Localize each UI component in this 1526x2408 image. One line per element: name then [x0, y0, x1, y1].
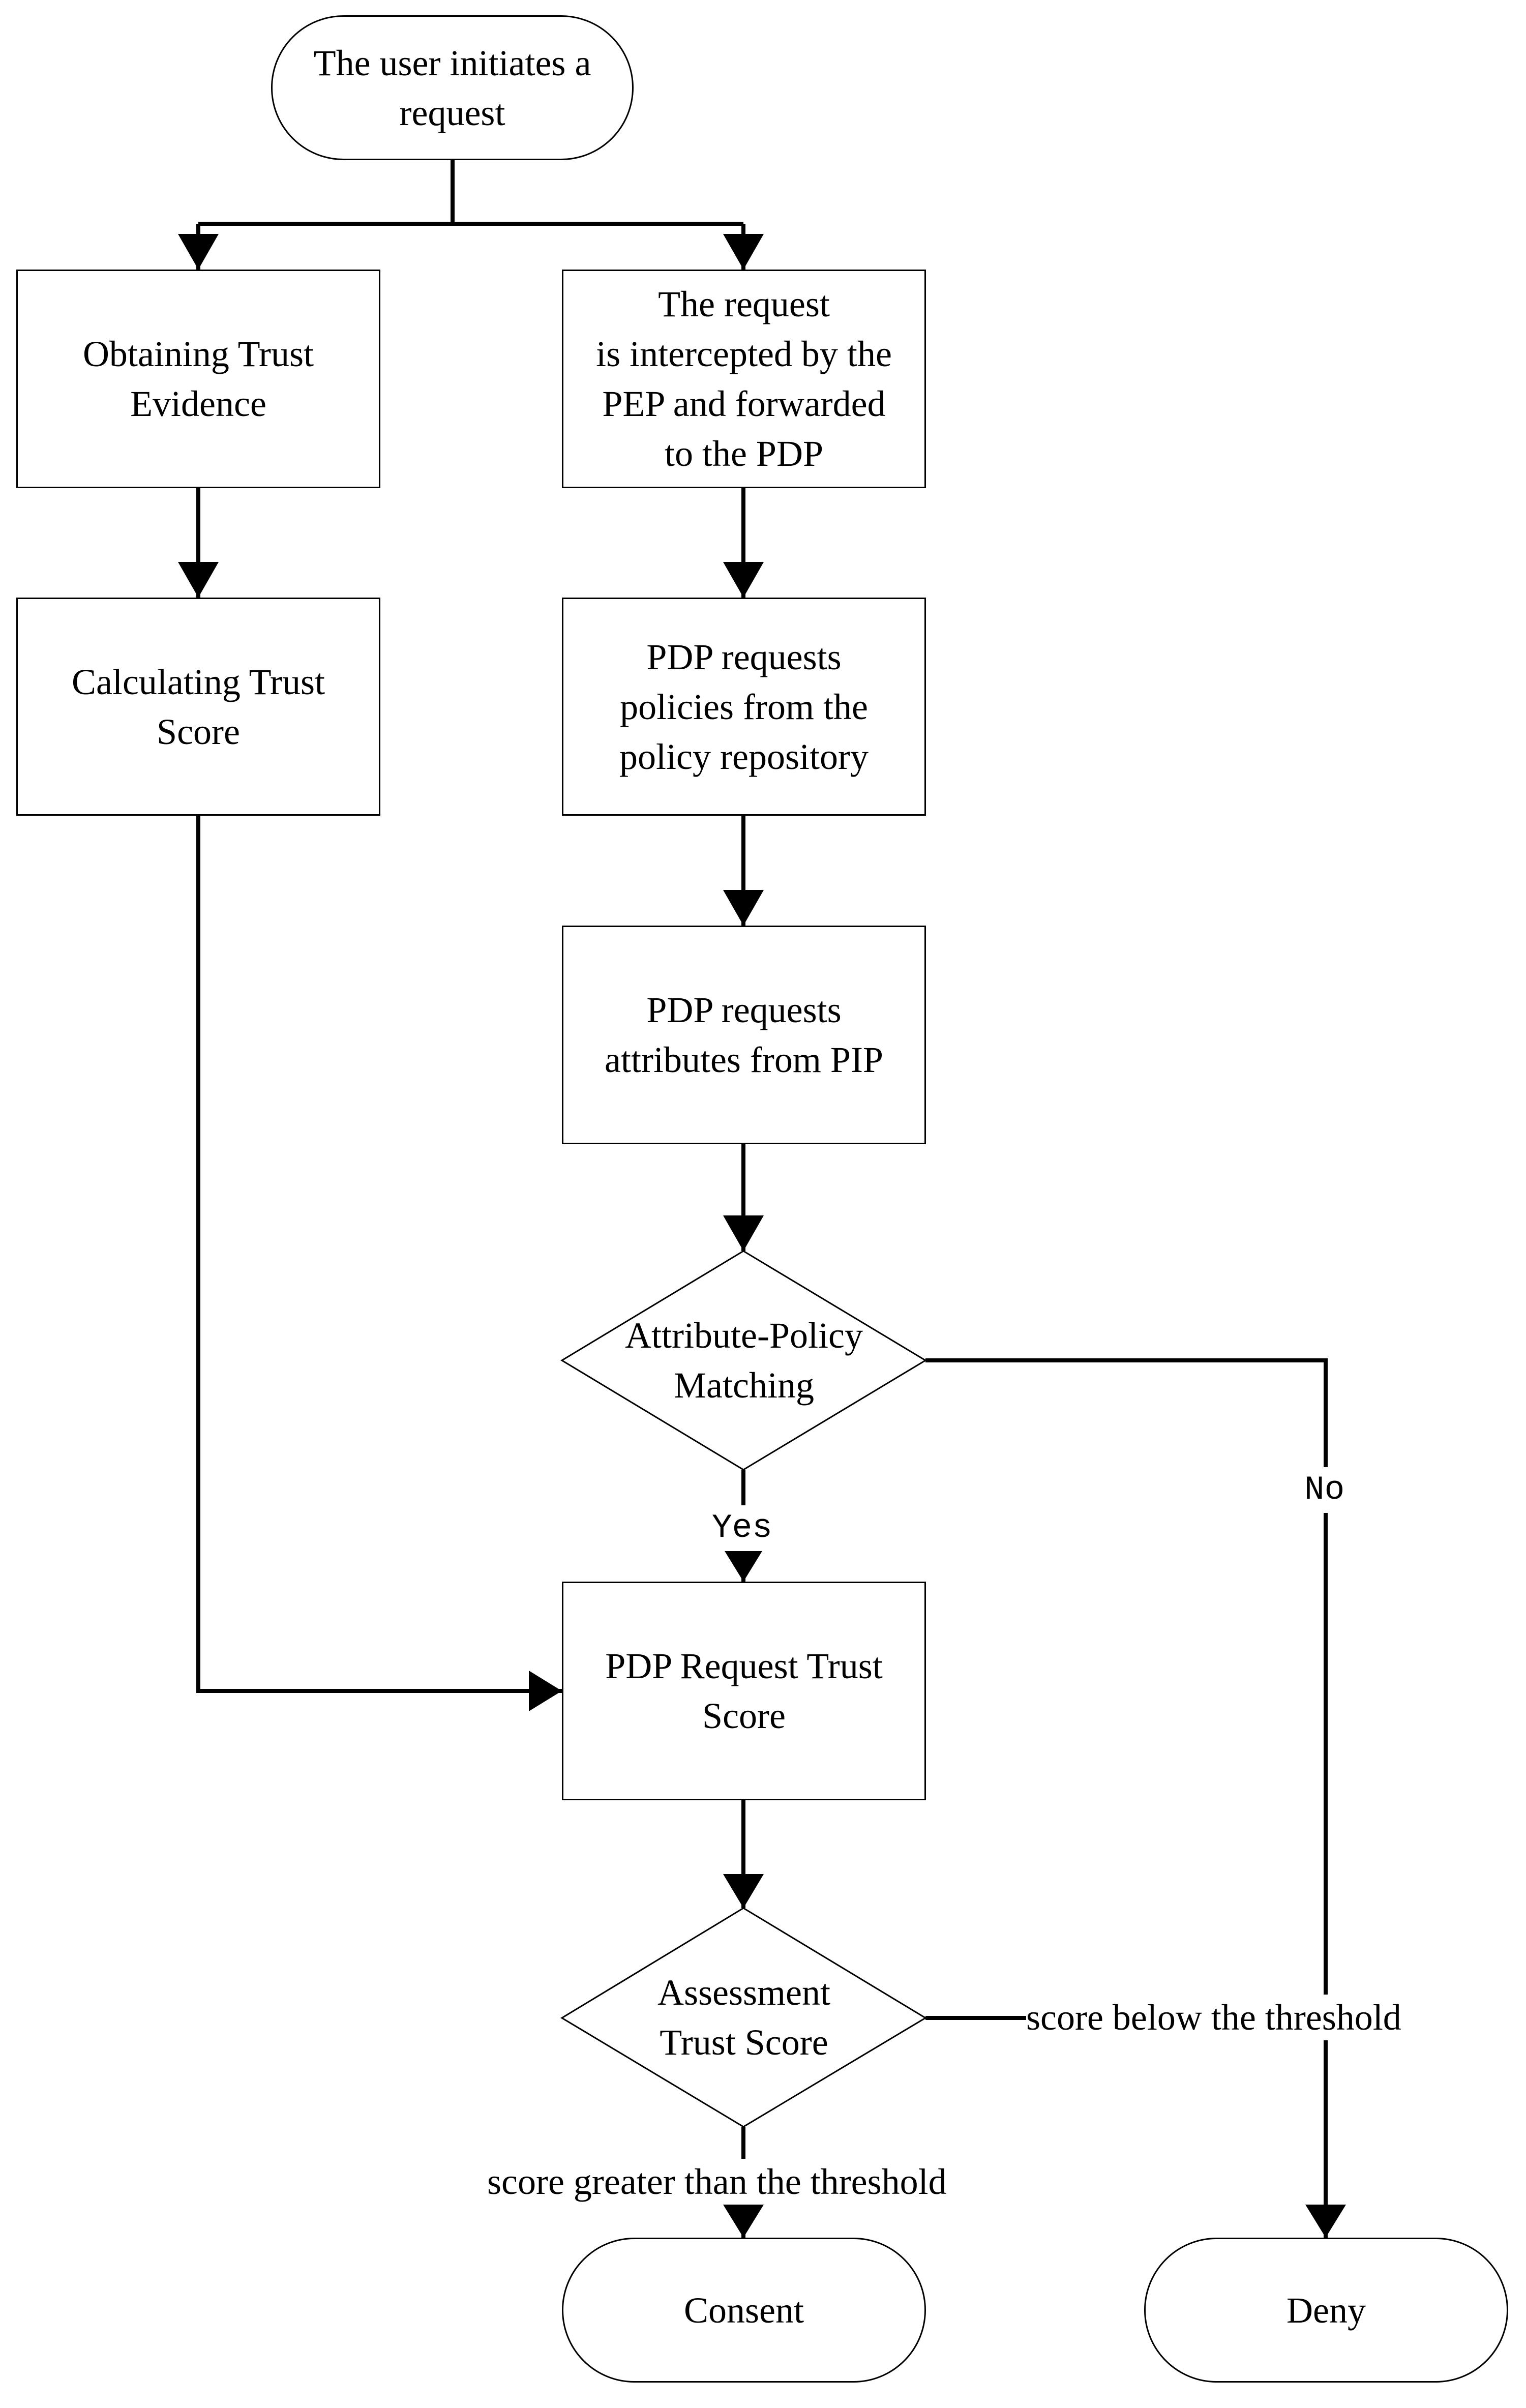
edge-label-yes: Yes — [712, 1505, 772, 1551]
start-terminal: The user initiates a request — [271, 15, 634, 160]
decision-assess: Assessment Trust Score — [562, 1908, 926, 2127]
arrowhead — [1305, 2205, 1346, 2238]
request-trust-box: PDP Request Trust Score — [562, 1582, 926, 1800]
arrowhead — [723, 2205, 764, 2238]
edge-label-no: No — [1304, 1467, 1345, 1513]
decision-match-shape — [560, 1250, 927, 1471]
edge-calc-to-request-trust — [196, 816, 562, 1693]
request-trust-label: PDP Request Trust Score — [605, 1646, 883, 1736]
intercept-label: The request is intercepted by the PEP an… — [596, 284, 892, 474]
intercept-box: The request is intercepted by the PEP an… — [562, 270, 926, 488]
obtain-evidence-label: Obtaining Trust Evidence — [82, 334, 314, 424]
arrowhead — [178, 562, 219, 598]
start-label: The user initiates a request — [313, 42, 591, 133]
calc-score-label: Calculating Trust Score — [71, 661, 325, 752]
arrowhead — [178, 234, 219, 270]
decision-match: Attribute-Policy Matching — [562, 1251, 926, 1470]
request-attributes-label: PDP requests attributes from PIP — [605, 990, 883, 1080]
arrowhead — [723, 1215, 764, 1251]
deny-label: Deny — [1286, 2290, 1366, 2331]
arrowhead — [723, 234, 764, 270]
arrowhead — [723, 1874, 764, 1908]
edge-match-no — [925, 1358, 1328, 2238]
request-attributes-box: PDP requests attributes from PIP — [562, 926, 926, 1144]
edge-label-greater: score greater than the threshold — [487, 2159, 947, 2205]
arrowhead — [529, 1671, 562, 1711]
deny-terminal: Deny — [1144, 2238, 1508, 2383]
decision-assess-label: Assessment Trust Score — [657, 1972, 830, 2063]
request-policies-box: PDP requests policies from the policy re… — [562, 598, 926, 816]
arrowhead — [723, 890, 764, 926]
decision-match-label: Attribute-Policy Matching — [625, 1315, 863, 1406]
arrowhead — [723, 1549, 764, 1582]
calc-score-box: Calculating Trust Score — [16, 598, 380, 816]
obtain-evidence-box: Obtaining Trust Evidence — [16, 270, 380, 488]
edge-label-below: score below the threshold — [1026, 1995, 1401, 2040]
request-policies-label: PDP requests policies from the policy re… — [619, 636, 869, 777]
decision-assess-shape — [560, 1907, 927, 2128]
consent-terminal: Consent — [562, 2238, 926, 2383]
consent-label: Consent — [683, 2290, 804, 2331]
arrowhead — [723, 562, 764, 598]
